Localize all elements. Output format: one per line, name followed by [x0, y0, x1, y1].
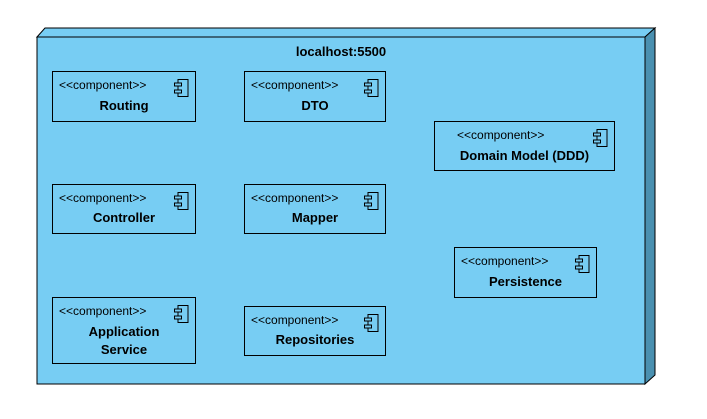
component-domain-model[interactable]: <<component>> Domain Model (DDD) [434, 121, 615, 171]
component-controller[interactable]: <<component>> Controller [52, 184, 196, 234]
component-icon [174, 305, 189, 323]
component-mapper[interactable]: <<component>> Mapper [244, 184, 386, 234]
node-side-face [644, 26, 656, 386]
stereotype-label: <<component>> [251, 191, 339, 205]
stereotype-label: <<component>> [457, 128, 545, 142]
component-icon [364, 192, 379, 210]
component-name: Routing [99, 98, 149, 113]
component-name: Repositories [275, 332, 355, 347]
component-icon [364, 314, 379, 332]
component-repositories[interactable]: <<component>> Repositories [244, 306, 386, 356]
stereotype-label: <<component>> [461, 254, 549, 268]
component-icon [575, 255, 590, 273]
component-name: Controller [92, 210, 156, 225]
stereotype-label: <<component>> [251, 313, 339, 327]
component-name: DTO [301, 98, 329, 113]
component-icon [593, 129, 608, 147]
component-name: Application Service [88, 324, 160, 357]
component-dto[interactable]: <<component>> DTO [244, 71, 386, 122]
component-name: Domain Model (DDD) [459, 148, 590, 163]
component-icon [174, 79, 189, 97]
component-name: Persistence [489, 274, 562, 289]
component-name: Mapper [291, 210, 339, 225]
component-persistence[interactable]: <<component>> Persistence [454, 247, 597, 298]
stereotype-label: <<component>> [59, 78, 147, 92]
component-icon [364, 79, 379, 97]
component-routing[interactable]: <<component>> Routing [52, 71, 196, 122]
stereotype-label: <<component>> [251, 78, 339, 92]
node-top-face [35, 27, 657, 38]
component-application-service[interactable]: <<component>> Application Service [52, 297, 196, 364]
stereotype-label: <<component>> [59, 191, 147, 205]
node-title: localhost:5500 [295, 44, 387, 59]
stereotype-label: <<component>> [59, 304, 147, 318]
component-icon [174, 192, 189, 210]
